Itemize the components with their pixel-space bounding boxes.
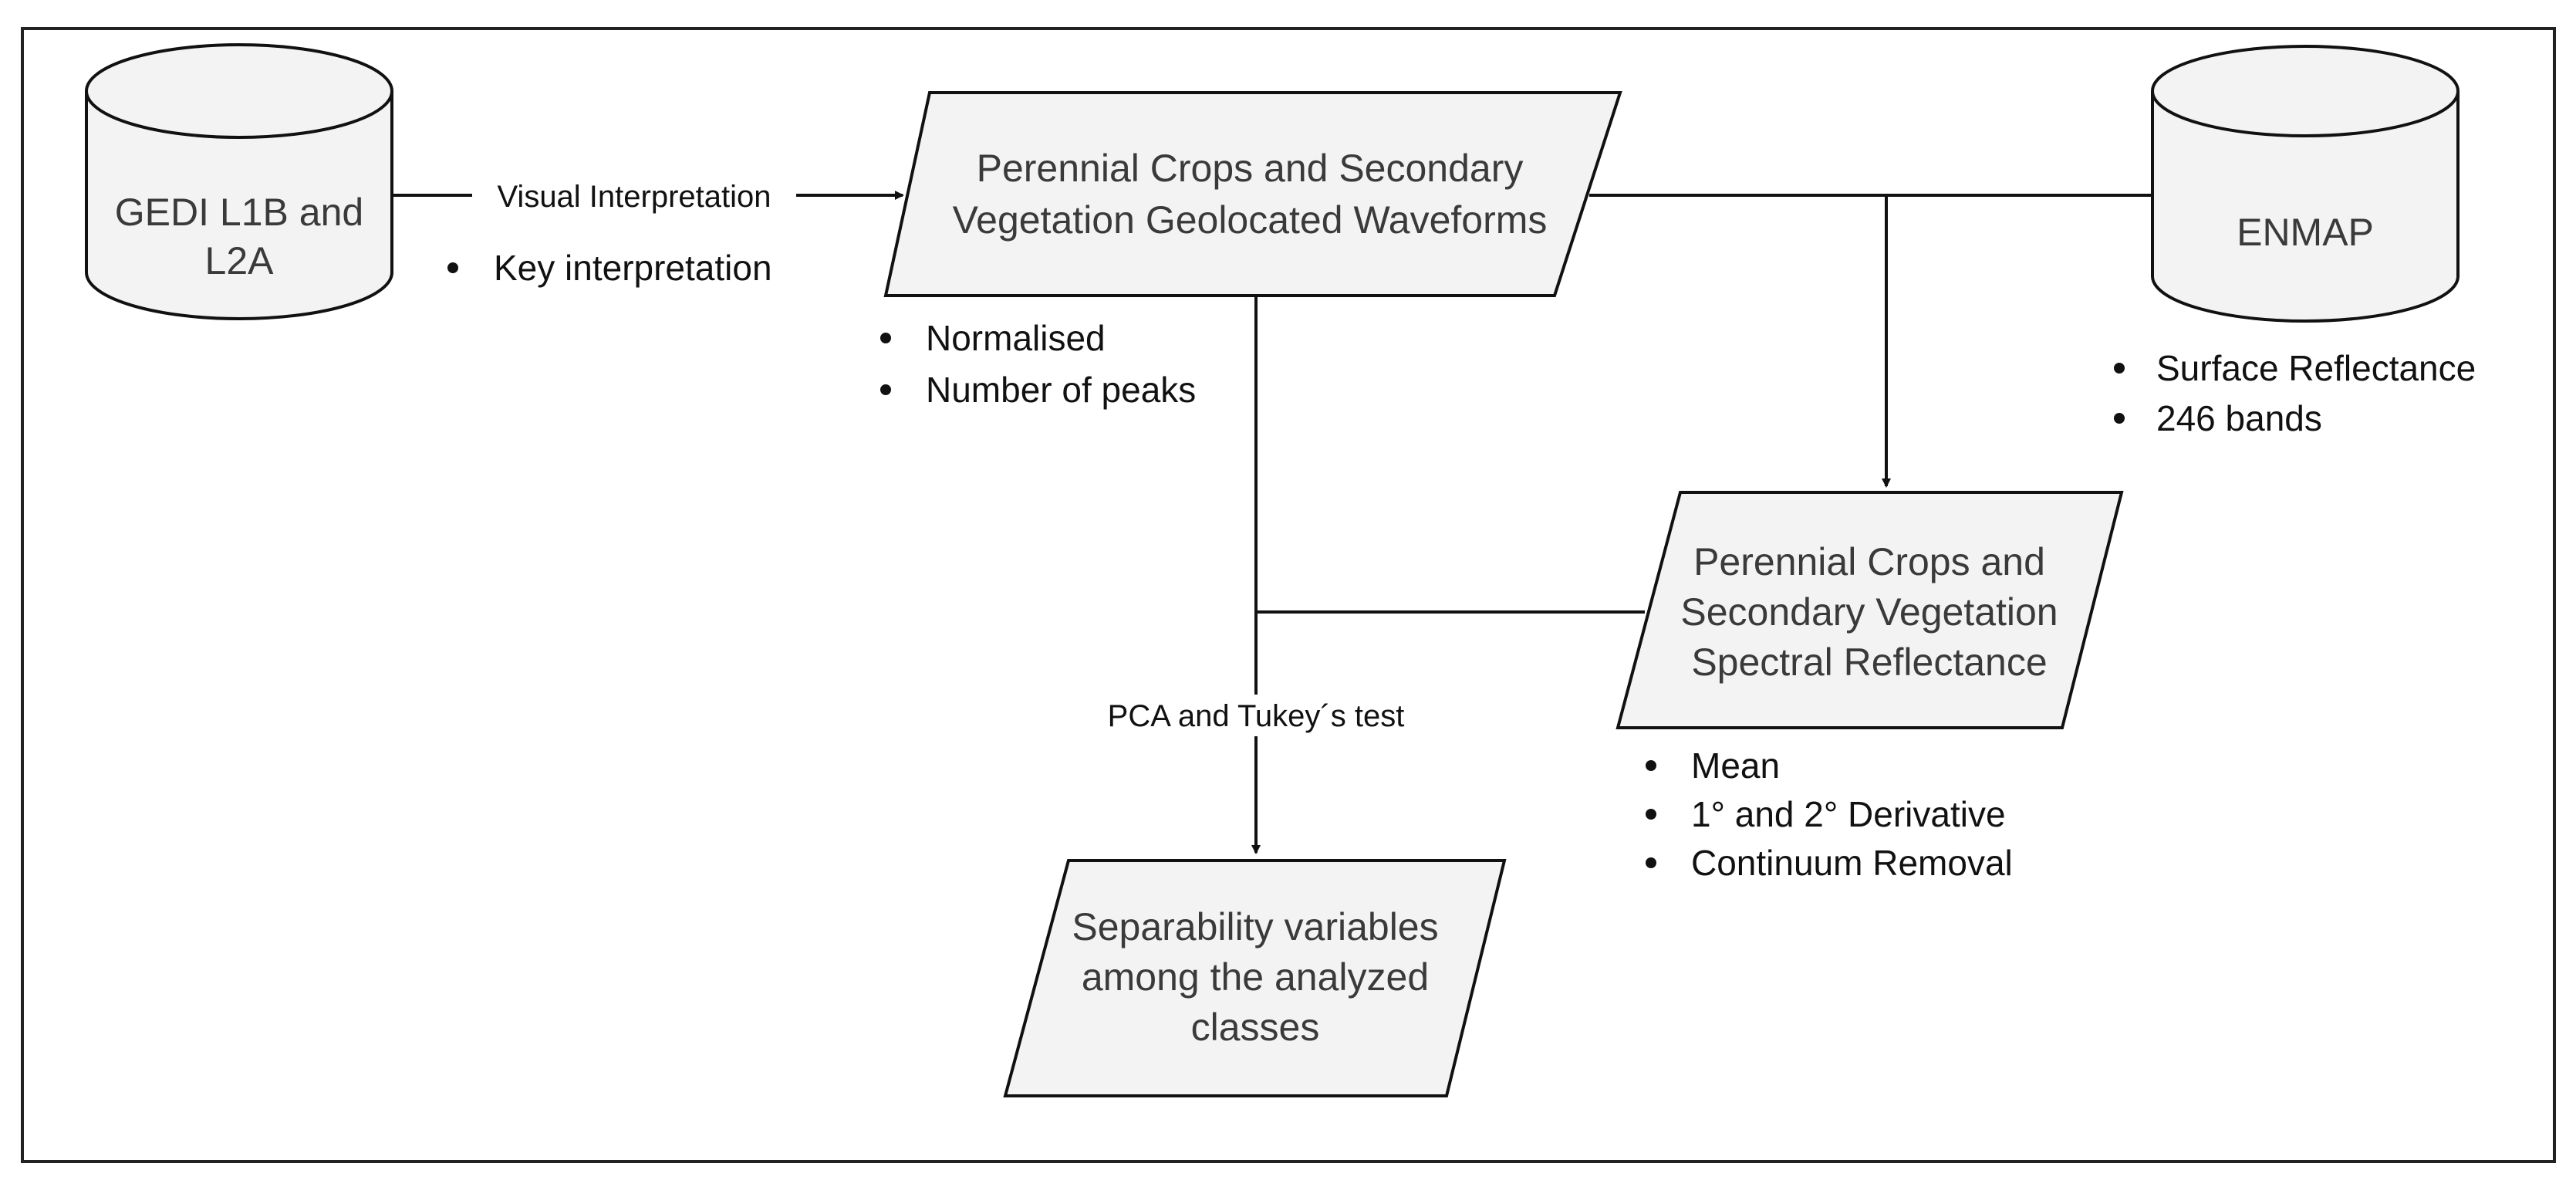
- waveforms-data-node: Perennial Crops and Secondary Vegetation…: [883, 91, 1622, 297]
- separability-parallelogram: [1003, 859, 1507, 1097]
- bullet-dot: [1646, 857, 1656, 868]
- waveforms-bullets: Normalised Number of peaks: [880, 318, 1196, 410]
- gedi-cylinder-top: [85, 43, 393, 139]
- waveforms-bullet-item: Number of peaks: [926, 370, 1196, 410]
- visual-interpretation-label: Visual Interpretation: [497, 180, 771, 214]
- enmap-label: ENMAP: [2237, 211, 2374, 254]
- waveforms-parallelogram: [883, 91, 1622, 297]
- gedi-bullet-item: Key interpretation: [494, 248, 772, 288]
- spectral-label-line1: Perennial Crops and: [1693, 540, 2045, 583]
- spectral-data-node: Perennial Crops and Secondary Vegetation…: [1615, 491, 2124, 729]
- separability-output-node: Separability variables among the analyze…: [1003, 859, 1507, 1097]
- bullet-dot: [880, 333, 891, 343]
- bullet-dot: [447, 262, 458, 273]
- spectral-label-line3: Spectral Reflectance: [1691, 641, 2047, 684]
- gedi-cylinder-body: [85, 91, 393, 320]
- separability-label-line3: classes: [1191, 1006, 1320, 1049]
- bullet-dot: [2114, 363, 2125, 374]
- separability-label-line1: Separability variables: [1072, 905, 1438, 948]
- gedi-bullets: Key interpretation: [447, 248, 772, 288]
- waveforms-label-line2: Vegetation Geolocated Waveforms: [953, 198, 1548, 242]
- separability-label-line2: among the analyzed: [1082, 955, 1429, 999]
- gedi-label-line1: GEDI L1B and: [115, 191, 363, 234]
- spectral-label-line2: Secondary Vegetation: [1680, 590, 2058, 634]
- bullet-dot: [1646, 809, 1656, 820]
- enmap-bullets: Surface Reflectance 246 bands: [2114, 348, 2476, 438]
- enmap-cylinder-body: [2151, 91, 2460, 323]
- bullet-dot: [1646, 760, 1656, 771]
- pca-tukey-label-group: PCA and Tukey´s test: [1066, 695, 1447, 736]
- gedi-label-line2: L2A: [205, 239, 275, 282]
- waveforms-label-line1: Perennial Crops and Secondary: [977, 147, 1524, 190]
- spectral-bullet-item: 1° and 2° Derivative: [1691, 794, 2006, 834]
- enmap-database-node: ENMAP: [2151, 45, 2460, 323]
- pca-tukey-label: PCA and Tukey´s test: [1108, 699, 1405, 733]
- enmap-cylinder-top: [2151, 45, 2460, 137]
- visual-interpretation-label-group: Visual Interpretation: [472, 175, 796, 215]
- spectral-bullet-item: Mean: [1691, 746, 1780, 786]
- bullet-dot: [2114, 413, 2125, 424]
- diagram-border: [21, 27, 2556, 1163]
- waveforms-bullet-item: Normalised: [926, 318, 1106, 358]
- spectral-bullet-item: Continuum Removal: [1691, 843, 2013, 883]
- gedi-database-node: GEDI L1B and L2A: [85, 43, 393, 320]
- bullet-dot: [880, 384, 891, 395]
- spectral-bullets: Mean 1° and 2° Derivative Continuum Remo…: [1646, 746, 2013, 883]
- enmap-bullet-item: 246 bands: [2156, 398, 2322, 438]
- spectral-parallelogram: [1615, 491, 2124, 729]
- enmap-bullet-item: Surface Reflectance: [2156, 348, 2476, 388]
